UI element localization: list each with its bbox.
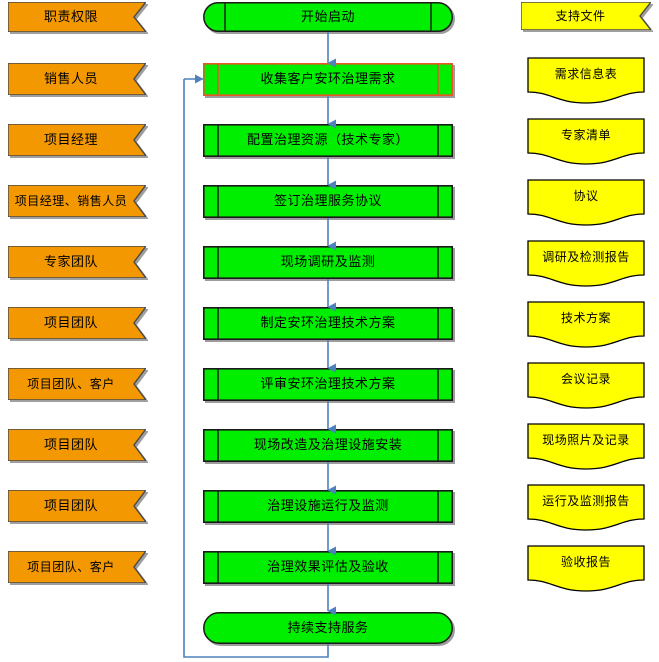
document-2[interactable]: 专家清单 [527, 118, 645, 165]
role-banner-8: 项目团队 [8, 490, 146, 522]
process-step-4[interactable]: 现场调研及监测 [203, 246, 453, 279]
document-8[interactable]: 运行及监测报告 [527, 484, 645, 531]
process-step-7[interactable]: 现场改造及治理设施安装 [203, 429, 453, 462]
document-3[interactable]: 协议 [527, 179, 645, 226]
document-1[interactable]: 需求信息表 [527, 57, 645, 104]
role-banner-1: 销售人员 [8, 63, 146, 95]
role-banner-5: 项目团队 [8, 307, 146, 339]
document-9[interactable]: 验收报告 [527, 545, 645, 592]
document-4[interactable]: 调研及检测报告 [527, 240, 645, 287]
process-step-5[interactable]: 制定安环治理技术方案 [203, 307, 453, 340]
process-start[interactable]: 开始启动 [203, 2, 453, 32]
process-step-1[interactable]: 收集客户安环治理需求 [203, 63, 453, 96]
role-banner-7: 项目团队 [8, 429, 146, 461]
documents-column-header: 支持文件 [521, 2, 651, 30]
process-step-9[interactable]: 治理效果评估及验收 [203, 551, 453, 584]
role-banner-4: 专家团队 [8, 246, 146, 278]
process-end[interactable]: 持续支持服务 [203, 612, 453, 644]
role-banner-3: 项目经理、销售人员 [8, 185, 146, 217]
process-step-2[interactable]: 配置治理资源（技术专家） [203, 124, 453, 157]
role-banner-6: 项目团队、客户 [8, 368, 146, 400]
process-step-3[interactable]: 签订治理服务协议 [203, 185, 453, 218]
document-7[interactable]: 现场照片及记录 [527, 423, 645, 470]
role-banner-9: 项目团队、客户 [8, 551, 146, 583]
roles-column-header: 职责权限 [8, 2, 146, 32]
document-6[interactable]: 会议记录 [527, 362, 645, 409]
process-step-6[interactable]: 评审安环治理技术方案 [203, 368, 453, 401]
process-step-8[interactable]: 治理设施运行及监测 [203, 490, 453, 523]
document-5[interactable]: 技术方案 [527, 301, 645, 348]
role-banner-2: 项目经理 [8, 124, 146, 156]
